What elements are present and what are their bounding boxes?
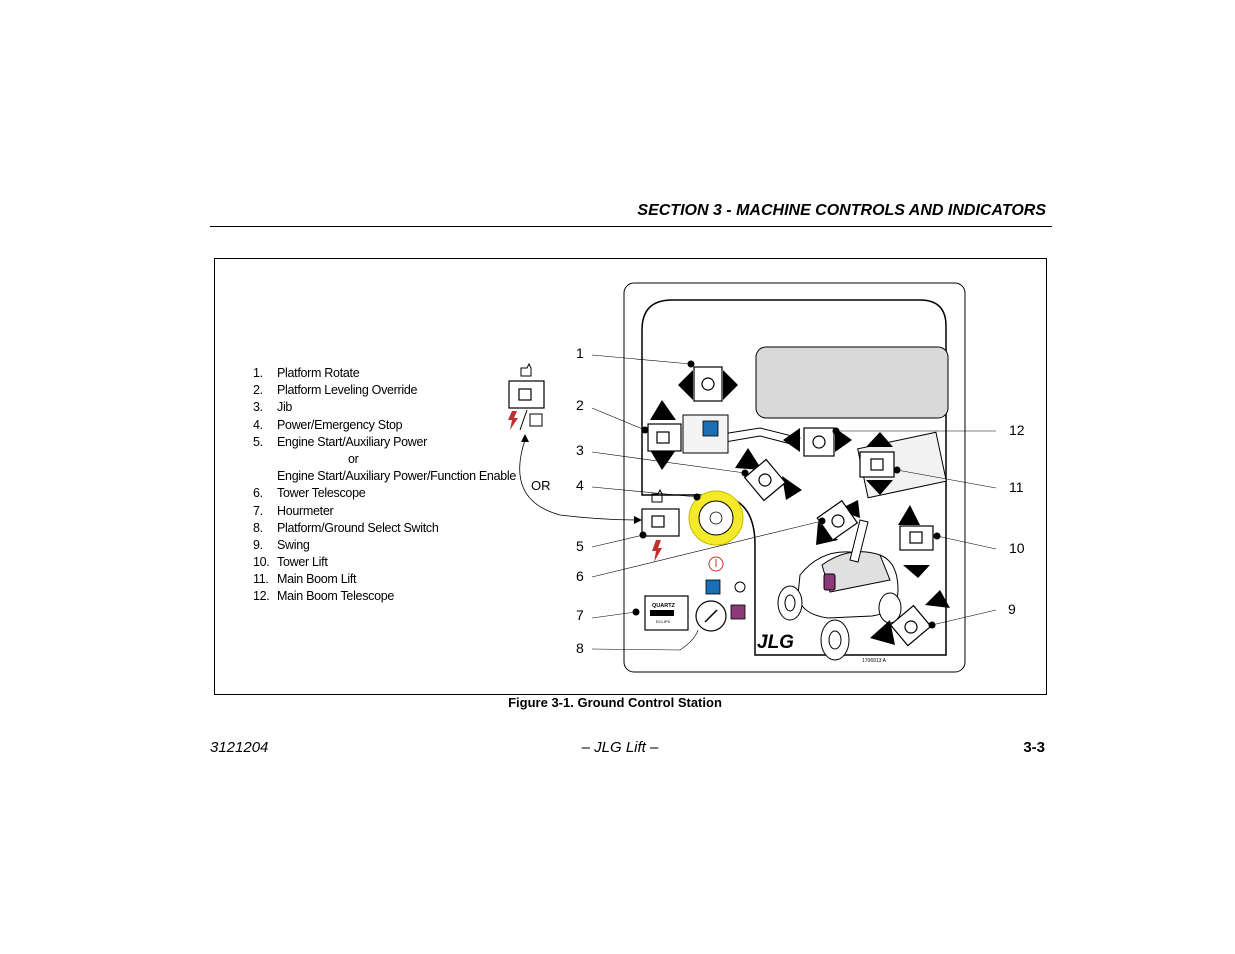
header-rule [210,226,1052,227]
blue-button [702,420,719,437]
or-label: OR [531,478,551,493]
callout-4: 4 [576,477,584,493]
part-number: 1706913 A [862,658,887,664]
hourmeter-sub: ECLIPS [656,619,671,624]
section-title: SECTION 3 - MACHINE CONTROLS AND INDICAT… [637,202,1046,219]
callout-3: 3 [576,442,584,458]
panel-outline [623,282,966,673]
callout-5: 5 [576,538,584,554]
hourmeter-brand: QUARTZ [652,603,676,609]
callout-10: 10 [1009,540,1025,556]
footer-center: – JLG Lift – [581,739,659,756]
panel-inner-outline [641,299,947,656]
power-lightning-icon [508,411,662,562]
callout-2: 2 [576,397,584,413]
or-arrow [519,439,641,521]
display-window [755,346,949,419]
leader-lines [591,354,997,651]
jlg-logo: JLG [757,632,794,653]
figure-frame [214,258,1047,695]
doc-number: 3121204 [210,739,269,756]
callout-11: 11 [1009,479,1024,495]
page-number: 3-3 [1023,739,1045,756]
callout-6: 6 [576,568,584,584]
indicator-light [734,581,746,593]
purple-button [730,604,746,620]
toggle-switch-icon [508,366,934,647]
blue-indicator-button [705,579,721,595]
figure-caption: Figure 3-1. Ground Control Station [508,695,722,710]
callout-12: 12 [1009,422,1025,438]
callout-7: 7 [576,607,584,623]
leader-dots [632,360,941,629]
callout-9: 9 [1008,601,1016,617]
callout-1: 1 [576,345,584,361]
callout-8: 8 [576,640,584,656]
engine-icon [519,362,663,503]
